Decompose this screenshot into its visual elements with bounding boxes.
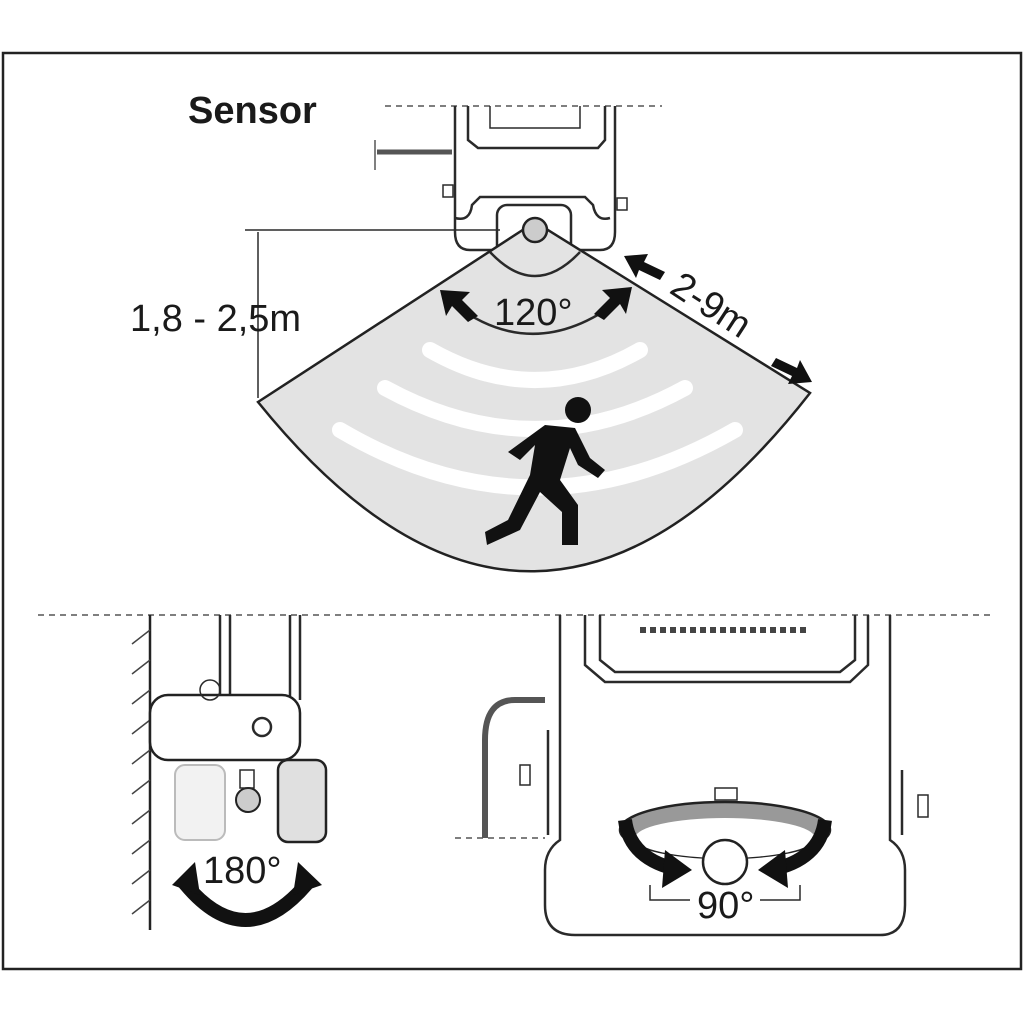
detection-angle-label: 120° <box>494 292 573 334</box>
angle-arrows <box>440 287 632 322</box>
horizontal-rotation-label: 90° <box>697 885 754 927</box>
sensor-lens <box>521 216 549 244</box>
mount-height-label: 1,8 - 2,5m <box>130 298 301 340</box>
range-arrows <box>624 254 812 384</box>
frame <box>1 51 1023 971</box>
detection-zone <box>256 220 812 573</box>
side-view-mount <box>131 615 328 930</box>
title: Sensor <box>188 90 317 132</box>
running-person-icon <box>485 397 605 545</box>
front-view-mount <box>455 615 929 937</box>
vertical-rotation-label: 180° <box>203 850 282 892</box>
sensor-housing <box>489 251 581 278</box>
